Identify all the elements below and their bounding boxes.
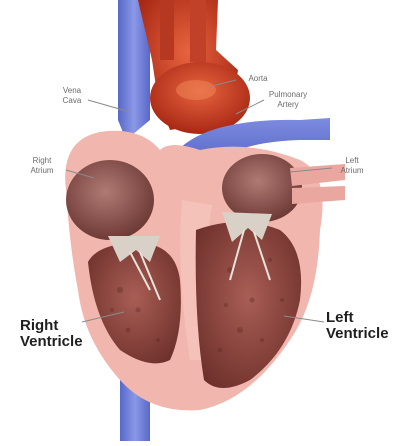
right-atrium-chamber	[66, 160, 154, 240]
label-left-ventricle: Left Ventricle	[326, 310, 389, 342]
label-pulmonary-artery-line2: Artery	[262, 100, 314, 110]
label-right-ventricle: Right Ventricle	[20, 318, 83, 350]
label-right-atrium: Right Atrium	[20, 156, 64, 176]
label-right-ventricle-line2: Ventricle	[20, 334, 83, 350]
label-right-ventricle-line1: Right	[20, 318, 83, 334]
label-vena-cava: Vena Cava	[54, 86, 90, 106]
label-left-atrium-line2: Atrium	[332, 166, 372, 176]
aorta-branch-1	[160, 0, 174, 60]
label-pulmonary-artery: Pulmonary Artery	[262, 90, 314, 110]
label-left-atrium-line1: Left	[332, 156, 372, 166]
label-right-atrium-line1: Right	[20, 156, 64, 166]
label-left-atrium: Left Atrium	[332, 156, 372, 176]
label-left-ventricle-line1: Left	[326, 310, 389, 326]
aorta-branch-2	[190, 0, 206, 62]
left-ventricle-chamber	[196, 222, 301, 388]
label-left-ventricle-line2: Ventricle	[326, 326, 389, 342]
label-vena-cava-line2: Cava	[54, 96, 90, 106]
left-atrium-chamber	[222, 154, 302, 222]
label-aorta-text: Aorta	[238, 74, 278, 84]
label-right-atrium-line2: Atrium	[20, 166, 64, 176]
label-aorta: Aorta	[238, 74, 278, 84]
label-pulmonary-artery-line1: Pulmonary	[262, 90, 314, 100]
label-vena-cava-line1: Vena	[54, 86, 90, 96]
